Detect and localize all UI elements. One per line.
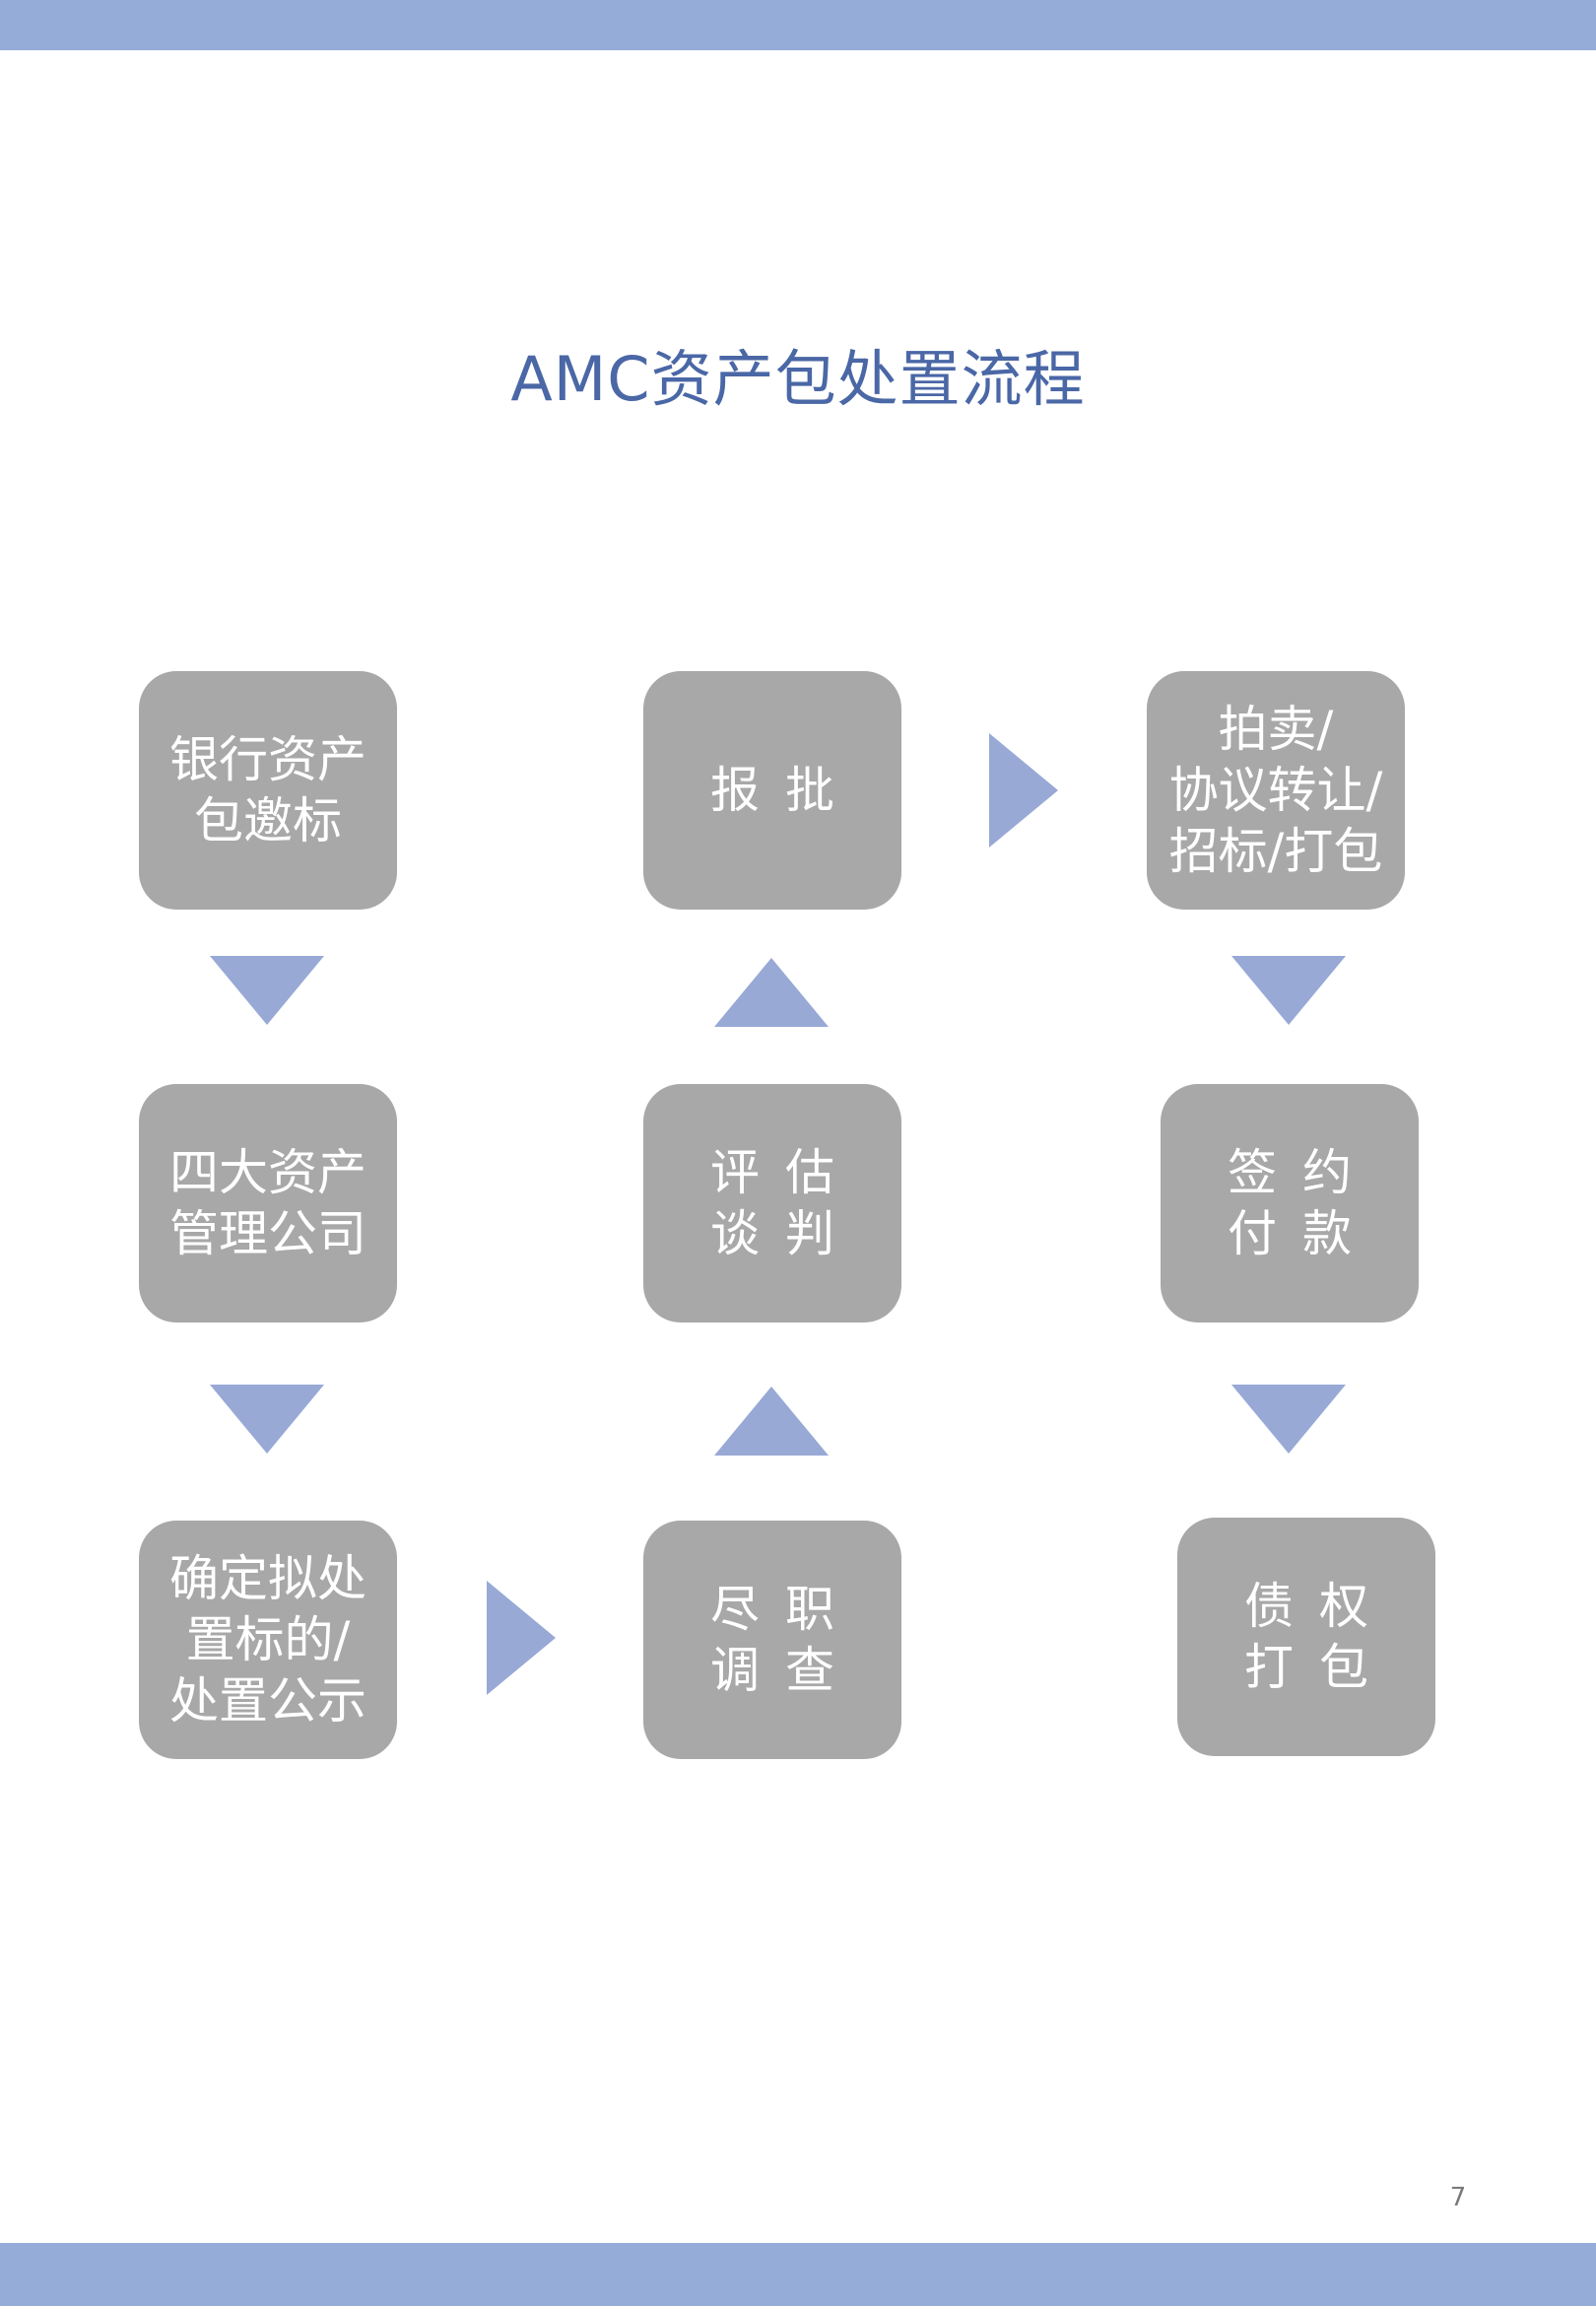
- node-label: 招标/打包: [1168, 823, 1383, 880]
- arrow-down-icon: [1231, 956, 1346, 1025]
- footer-band: [0, 2243, 1596, 2306]
- node-bank-tender: 银行资产 包邀标: [139, 671, 397, 910]
- node-sign-pay: 签约 付款: [1161, 1084, 1419, 1323]
- arrow-down-icon: [210, 956, 324, 1025]
- arrow-right-icon: [487, 1581, 556, 1695]
- arrow-right-icon: [989, 733, 1058, 848]
- node-label: 拍卖/: [1218, 701, 1334, 758]
- page-number: 7: [1449, 2183, 1467, 2212]
- node-label: 管理公司: [169, 1205, 366, 1262]
- node-auction: 拍卖/ 协议转让/ 招标/打包: [1147, 671, 1405, 910]
- arrow-down-icon: [1231, 1385, 1346, 1454]
- node-label: 签约: [1228, 1144, 1377, 1201]
- node-label: 四大资产: [169, 1144, 366, 1201]
- node-label: 银行资产: [169, 731, 366, 788]
- page-title: AMC资产包处置流程: [510, 343, 1086, 415]
- arrow-down-icon: [210, 1385, 324, 1454]
- node-label: 确定拟处: [169, 1550, 366, 1607]
- node-due-diligence: 尽职 调查: [643, 1521, 901, 1759]
- node-label: 谈判: [710, 1205, 860, 1262]
- node-label: 置标的/: [185, 1611, 351, 1668]
- node-label: 调查: [710, 1642, 860, 1699]
- node-label: 协议转让/: [1168, 762, 1383, 819]
- header-band: [0, 0, 1596, 50]
- node-determine: 确定拟处 置标的/ 处置公示: [139, 1521, 397, 1759]
- node-label: 尽职: [710, 1581, 860, 1638]
- node-label: 债权: [1244, 1578, 1394, 1635]
- node-label: 包邀标: [194, 792, 342, 849]
- node-label: 打包: [1244, 1639, 1394, 1696]
- node-label: 付款: [1228, 1205, 1377, 1262]
- node-evaluate: 评估 谈判: [643, 1084, 901, 1323]
- node-approval: 报批: [643, 671, 901, 910]
- node-label: 报批: [710, 762, 860, 819]
- arrow-up-icon: [714, 1387, 829, 1456]
- node-debt-package: 债权 打包: [1177, 1518, 1435, 1756]
- node-label: 处置公示: [169, 1672, 366, 1730]
- node-four-amc: 四大资产 管理公司: [139, 1084, 397, 1323]
- node-label: 评估: [710, 1144, 860, 1201]
- arrow-up-icon: [714, 958, 829, 1027]
